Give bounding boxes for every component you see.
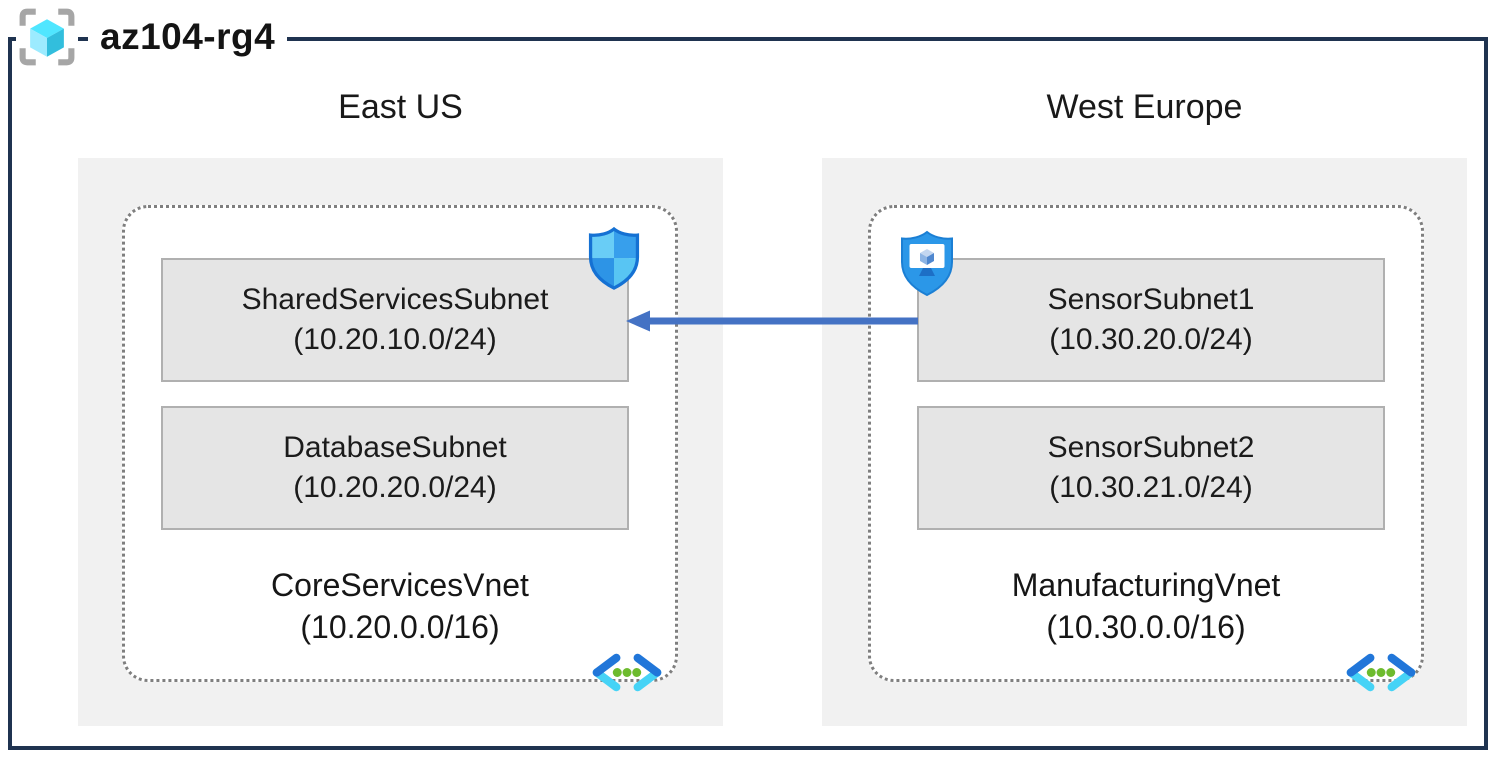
vnet-name: CoreServicesVnet <box>271 567 529 603</box>
vnet-boundary-coreservicesvnet: SharedServicesSubnet (10.20.10.0/24) Dat… <box>122 205 678 682</box>
peering-arrow <box>626 309 918 338</box>
region-label-east-us: East US <box>338 88 463 126</box>
subnet-cidr: (10.20.20.0/24) <box>293 471 497 504</box>
resource-group-title: az104-rg4 <box>88 6 288 68</box>
region-box-west-europe: SensorSubnet1 (10.30.20.0/24) SensorSubn… <box>822 158 1467 726</box>
subnet-name: SensorSubnet1 <box>1047 283 1255 316</box>
application-security-group-shield-monitor-icon <box>895 229 959 304</box>
virtual-network-icon <box>1344 651 1418 699</box>
subnet-sensorsubnet1: SensorSubnet1 (10.30.20.0/24) <box>917 258 1385 382</box>
resource-group-icon <box>16 6 78 68</box>
subnet-databasesubnet: DatabaseSubnet (10.20.20.0/24) <box>161 406 629 530</box>
subnet-sensorsubnet2: SensorSubnet2 (10.30.21.0/24) <box>917 406 1385 530</box>
subnet-name: SensorSubnet2 <box>1047 431 1255 464</box>
resource-group-header: az104-rg4 <box>16 6 288 68</box>
resource-group-frame <box>8 37 1488 750</box>
subnet-cidr: (10.20.10.0/24) <box>293 323 497 356</box>
vnet-name: ManufacturingVnet <box>1011 567 1281 603</box>
vnet-label-manufacturingvnet: ManufacturingVnet (10.30.0.0/16) <box>871 564 1421 648</box>
subnet-name: DatabaseSubnet <box>283 431 507 464</box>
subnet-cidr: (10.30.20.0/24) <box>1049 323 1253 356</box>
subnet-sharedservicessubnet: SharedServicesSubnet (10.20.10.0/24) <box>161 258 629 382</box>
vnet-label-coreservicesvnet: CoreServicesVnet (10.20.0.0/16) <box>125 564 675 648</box>
virtual-network-icon <box>590 651 664 699</box>
subnet-name: SharedServicesSubnet <box>241 283 549 316</box>
vnet-cidr: (10.30.0.0/16) <box>1046 609 1246 645</box>
vnet-boundary-manufacturingvnet: SensorSubnet1 (10.30.20.0/24) SensorSubn… <box>868 205 1424 682</box>
subnet-cidr: (10.30.21.0/24) <box>1049 471 1253 504</box>
region-label-west-europe: West Europe <box>1046 88 1243 126</box>
vnet-cidr: (10.20.0.0/16) <box>300 609 500 645</box>
network-security-group-shield-icon <box>584 226 644 297</box>
